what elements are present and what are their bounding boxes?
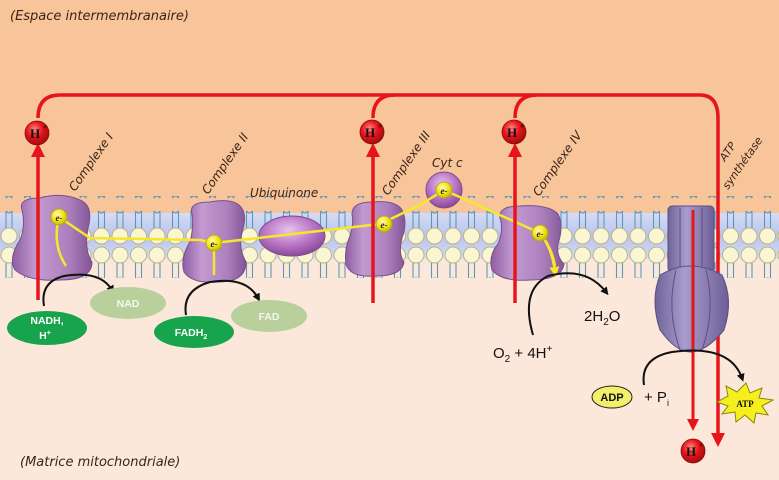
oxygen-reactant: O2 + 4H+ — [493, 344, 553, 365]
matrix-label: (Matrice mitochondriale) — [20, 455, 180, 470]
svg-text:H: H — [507, 125, 517, 140]
ubiquinone-carrier[interactable] — [258, 215, 326, 257]
svg-text:FADH2: FADH2 — [175, 327, 208, 341]
proton-branch-c3 — [371, 93, 396, 119]
complex-iv-protein[interactable] — [490, 205, 565, 281]
fadh2-badge: FADH2 — [154, 316, 234, 348]
fadh2-oxidation-arrow — [184, 279, 260, 316]
svg-text:+: + — [520, 122, 525, 131]
nad-badge: NAD — [90, 287, 166, 319]
intermembrane-space — [0, 0, 779, 235]
svg-text:e-: e- — [381, 220, 388, 230]
complex-iii-protein[interactable] — [345, 201, 406, 277]
cytc-label: Cyt c — [432, 156, 463, 170]
svg-text:NADH,: NADH, — [30, 315, 63, 327]
proton-return-arrow — [36, 93, 725, 447]
svg-text:e-: e- — [211, 239, 218, 249]
nadh-oxidation-arrow — [42, 273, 115, 307]
proton-c1: H + — [24, 120, 50, 146]
svg-text:e-: e- — [441, 186, 448, 196]
ubiquinone-label: Ubiquinone — [250, 186, 318, 200]
svg-text:H+: H+ — [39, 330, 51, 342]
atp-starburst: ATP — [715, 382, 775, 424]
svg-text:H: H — [30, 126, 40, 141]
svg-text:ADP: ADP — [600, 392, 623, 404]
electron-complex-i: e- — [50, 208, 68, 226]
proton-c4: H + — [501, 119, 527, 145]
svg-text:e-: e- — [56, 213, 63, 223]
electron-complex-iii: e- — [375, 215, 393, 233]
electron-complex-ii: e- — [205, 234, 223, 252]
electron-cytochrome-c: e- — [435, 181, 453, 199]
proton-branch-c4 — [513, 93, 538, 119]
intermembrane-label: (Espace intermembranaire) — [10, 9, 189, 24]
svg-text:H: H — [365, 125, 375, 140]
nadh-badge: NADH, H+ — [7, 311, 87, 345]
electron-complex-iv: e- — [531, 224, 549, 242]
atp-synthesis-arrow — [642, 349, 745, 386]
svg-text:+: + — [378, 122, 383, 131]
fad-badge: FAD — [231, 300, 307, 332]
proton-matrix: H + — [680, 438, 706, 464]
adp-badge: ADP — [591, 385, 633, 409]
oxygen-reduction-arrow — [527, 272, 609, 336]
phosphate-reactant: + Pi — [644, 389, 669, 408]
complex-i-protein[interactable] — [11, 194, 93, 281]
water-product: 2H2O — [584, 308, 620, 328]
svg-text:e-: e- — [537, 229, 544, 239]
proton-c3: H + — [359, 119, 385, 145]
svg-text:+: + — [699, 441, 704, 450]
svg-text:FAD: FAD — [259, 311, 280, 323]
svg-text:H: H — [686, 444, 696, 459]
svg-text:NAD: NAD — [117, 298, 140, 310]
svg-text:+: + — [43, 123, 48, 132]
svg-text:ATP: ATP — [736, 399, 754, 409]
